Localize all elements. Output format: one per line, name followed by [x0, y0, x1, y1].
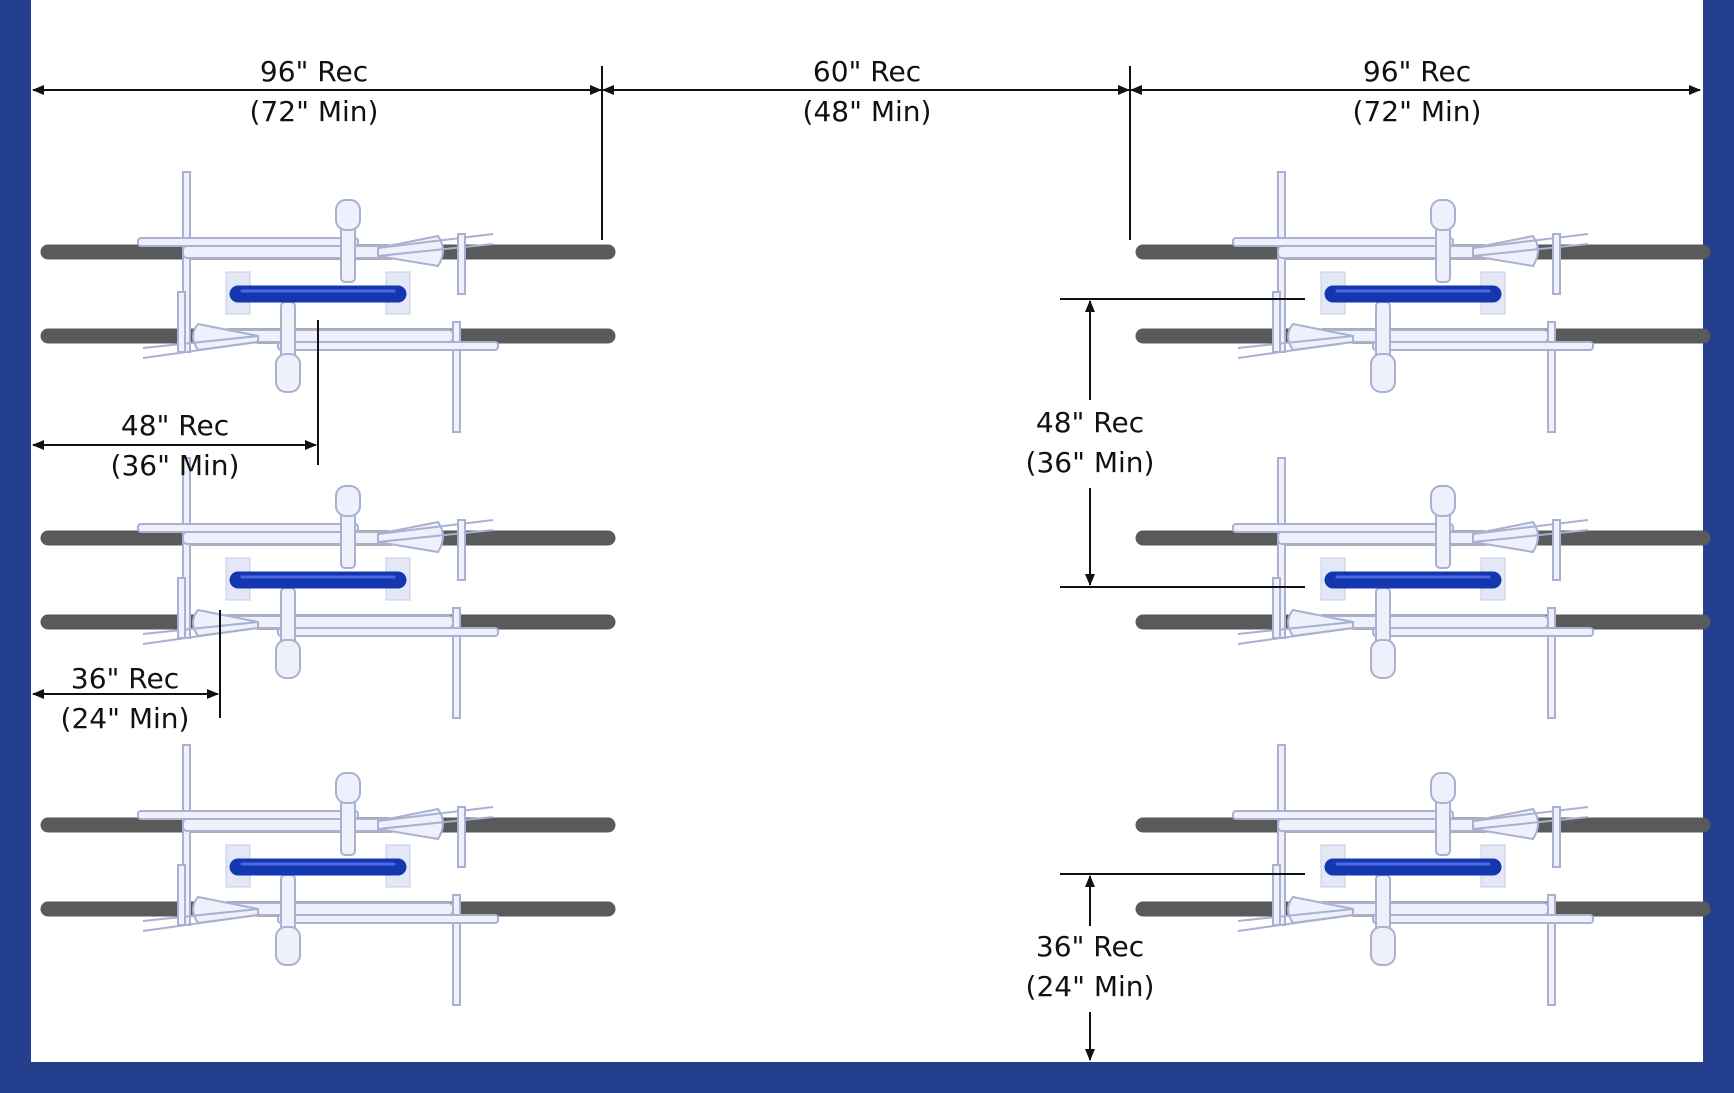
- aisle-width-min: (48" Min): [803, 95, 932, 128]
- bike-length-left-rec: 96" Rec: [260, 55, 368, 88]
- dimension-labels: 96" Rec (72" Min) 60" Rec (48" Min) 96" …: [61, 55, 1482, 1003]
- end-clearance-min: (24" Min): [1026, 970, 1155, 1003]
- bike-length-right-rec: 96" Rec: [1363, 55, 1471, 88]
- side-clearance-rec: 36" Rec: [71, 662, 179, 695]
- side-clearance-min: (24" Min): [61, 702, 190, 735]
- rack-to-wall-rec: 48" Rec: [121, 409, 229, 442]
- rack-to-wall-min: (36" Min): [111, 449, 240, 482]
- bike-length-left-min: (72" Min): [250, 95, 379, 128]
- dimension-lines: [32, 66, 1701, 1061]
- bike-length-right-min: (72" Min): [1353, 95, 1482, 128]
- rack-spacing-rec: 48" Rec: [1036, 406, 1144, 439]
- aisle-width-rec: 60" Rec: [813, 55, 921, 88]
- end-clearance-rec: 36" Rec: [1036, 930, 1144, 963]
- rack-spacing-min: (36" Min): [1026, 446, 1155, 479]
